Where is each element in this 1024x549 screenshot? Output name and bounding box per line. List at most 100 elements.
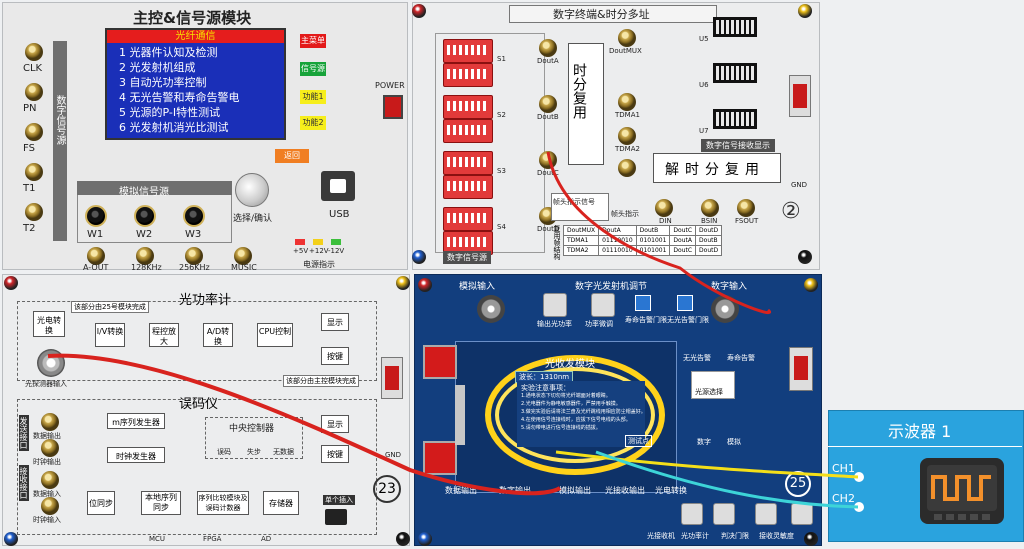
function2-button[interactable]: 功能2 bbox=[300, 116, 326, 130]
usb-port[interactable] bbox=[321, 171, 355, 201]
oscilloscope-title: 示波器 1 bbox=[888, 422, 952, 441]
digital-input-port[interactable] bbox=[711, 295, 739, 323]
analog-input-port[interactable] bbox=[477, 295, 505, 323]
lcd-menu: 1 光器件认知及检测 2 光发射机组成 3 自动光功率控制 4 无光告警和寿命告警电 5… bbox=[107, 43, 284, 135]
no-data-led-label: 无数据 bbox=[273, 448, 294, 456]
mounting-screw bbox=[418, 532, 432, 546]
mounting-screw bbox=[804, 532, 818, 546]
optical-power-switch[interactable] bbox=[789, 347, 813, 391]
din-label: DIN bbox=[659, 217, 672, 225]
tx-connector-top[interactable] bbox=[423, 345, 457, 379]
fsout-jack[interactable] bbox=[737, 199, 755, 217]
fsout-mid-jack[interactable] bbox=[618, 159, 636, 177]
w1-knob[interactable] bbox=[85, 205, 107, 227]
w3-knob[interactable] bbox=[183, 205, 205, 227]
threshold-knob[interactable] bbox=[755, 503, 777, 525]
tdma2-jack[interactable] bbox=[618, 127, 636, 145]
bert-jack-2[interactable] bbox=[41, 471, 59, 489]
block-opto: 光电转换 bbox=[33, 311, 65, 337]
bert-jack-3[interactable] bbox=[41, 497, 59, 515]
power-meter-title: 光功率计 bbox=[179, 293, 232, 308]
mounting-screw bbox=[418, 278, 432, 292]
dip-switch[interactable] bbox=[443, 151, 493, 175]
oscilloscope-icon[interactable] bbox=[920, 458, 1004, 524]
ch1-terminal[interactable] bbox=[854, 472, 864, 482]
bert-row-label-0: 数据输出 bbox=[33, 432, 61, 440]
bert-power-switch[interactable] bbox=[381, 357, 403, 399]
doutmux-jack[interactable] bbox=[618, 29, 636, 47]
dip-switch[interactable] bbox=[443, 207, 493, 231]
power-trim-label: 功率微调 bbox=[585, 320, 613, 328]
power-switch[interactable] bbox=[383, 95, 403, 119]
no-light-alarm-threshold[interactable] bbox=[677, 295, 693, 311]
jack-pn[interactable] bbox=[25, 83, 43, 101]
central-controller-label: 中央控制器 bbox=[229, 424, 275, 434]
error-led-label: 误码 bbox=[217, 448, 231, 456]
din-jack[interactable] bbox=[655, 199, 673, 217]
select-confirm-label: 选择/确认 bbox=[233, 214, 273, 224]
lcd-menu-item[interactable]: 4 无光告警和寿命告警电 bbox=[119, 91, 240, 104]
jack-t2[interactable] bbox=[25, 203, 43, 221]
jack-label-clk: CLK bbox=[23, 63, 43, 74]
local-seq-sync: 本地序列同步 bbox=[141, 491, 181, 515]
128khz-jack[interactable] bbox=[136, 247, 154, 265]
function1-button[interactable]: 功能1 bbox=[300, 90, 326, 104]
photodetector-input[interactable] bbox=[37, 349, 65, 377]
main-menu-button[interactable]: 主菜单 bbox=[300, 34, 326, 48]
select-confirm-knob[interactable] bbox=[235, 173, 269, 207]
jack-fs[interactable] bbox=[25, 123, 43, 141]
dout-jack-0[interactable] bbox=[539, 39, 557, 57]
bert-jack-1[interactable] bbox=[41, 439, 59, 457]
return-button[interactable]: 返回 bbox=[275, 149, 309, 163]
signal-source-button[interactable]: 信号源 bbox=[300, 62, 326, 76]
single-insert-button[interactable] bbox=[325, 509, 347, 525]
bsin-jack[interactable] bbox=[701, 199, 719, 217]
lcd-menu-item[interactable]: 5 光源的P-I特性测试 bbox=[119, 106, 221, 119]
dout-jack-2[interactable] bbox=[539, 151, 557, 169]
u-label-0: U5 bbox=[699, 35, 709, 43]
tdm-power-switch[interactable] bbox=[789, 75, 811, 117]
dout-jack-1[interactable] bbox=[539, 95, 557, 113]
jack-clk[interactable] bbox=[25, 43, 43, 61]
jack-t1[interactable] bbox=[25, 163, 43, 181]
w2-knob[interactable] bbox=[134, 205, 156, 227]
lcd-menu-item[interactable]: 1 光器件认知及检测 bbox=[119, 46, 218, 59]
no-light-threshold-label: 无光告警门限 bbox=[667, 316, 709, 324]
dip-switch[interactable] bbox=[443, 95, 493, 119]
sensitivity-knob-label: 接收灵敏度 bbox=[759, 532, 794, 540]
tdma1-jack[interactable] bbox=[618, 93, 636, 111]
music-jack[interactable] bbox=[234, 247, 252, 265]
jack-label-t2: T2 bbox=[23, 223, 36, 234]
lcd-menu-item[interactable]: 2 光发射机组成 bbox=[119, 61, 196, 74]
power-meter-knob[interactable] bbox=[713, 503, 735, 525]
dip-switch[interactable] bbox=[443, 63, 493, 87]
mounting-screw bbox=[798, 250, 812, 264]
lcd-menu-item[interactable]: 3 自动光功率控制 bbox=[119, 76, 207, 89]
a-out-jack[interactable] bbox=[87, 247, 105, 265]
output-power-label: 输出光功率 bbox=[537, 320, 572, 328]
256khz-label: 256KHz bbox=[179, 263, 210, 272]
256khz-jack[interactable] bbox=[185, 247, 203, 265]
lcd-menu-item[interactable]: 6 光发射机消光比测试 bbox=[119, 121, 229, 134]
jack-label-t1: T1 bbox=[23, 183, 36, 194]
output-power-knob[interactable] bbox=[543, 293, 567, 317]
frame-table-side: 复用帧结构 bbox=[553, 225, 561, 260]
ch2-terminal[interactable] bbox=[854, 502, 864, 512]
sensitivity-knob[interactable] bbox=[791, 503, 813, 525]
dip-switch[interactable] bbox=[443, 175, 493, 199]
bert-row-label-3: 时钟输入 bbox=[33, 516, 61, 524]
dip-switch[interactable] bbox=[443, 119, 493, 143]
tdma2-label: TDMA2 bbox=[615, 145, 640, 153]
bert-jack-0[interactable] bbox=[41, 413, 59, 431]
tdm-header bbox=[509, 5, 717, 23]
rx-knob[interactable] bbox=[681, 503, 703, 525]
seq-compare: 序列比较模块及误码计数器 bbox=[197, 491, 249, 515]
dip-label-s1: S1 bbox=[497, 55, 506, 63]
dip-switch[interactable] bbox=[443, 39, 493, 63]
tx-connector-bottom[interactable] bbox=[423, 441, 457, 475]
life-alarm-threshold[interactable] bbox=[635, 295, 651, 311]
chip-mcu-label: MCU bbox=[149, 535, 166, 543]
power-trim-knob[interactable] bbox=[591, 293, 615, 317]
